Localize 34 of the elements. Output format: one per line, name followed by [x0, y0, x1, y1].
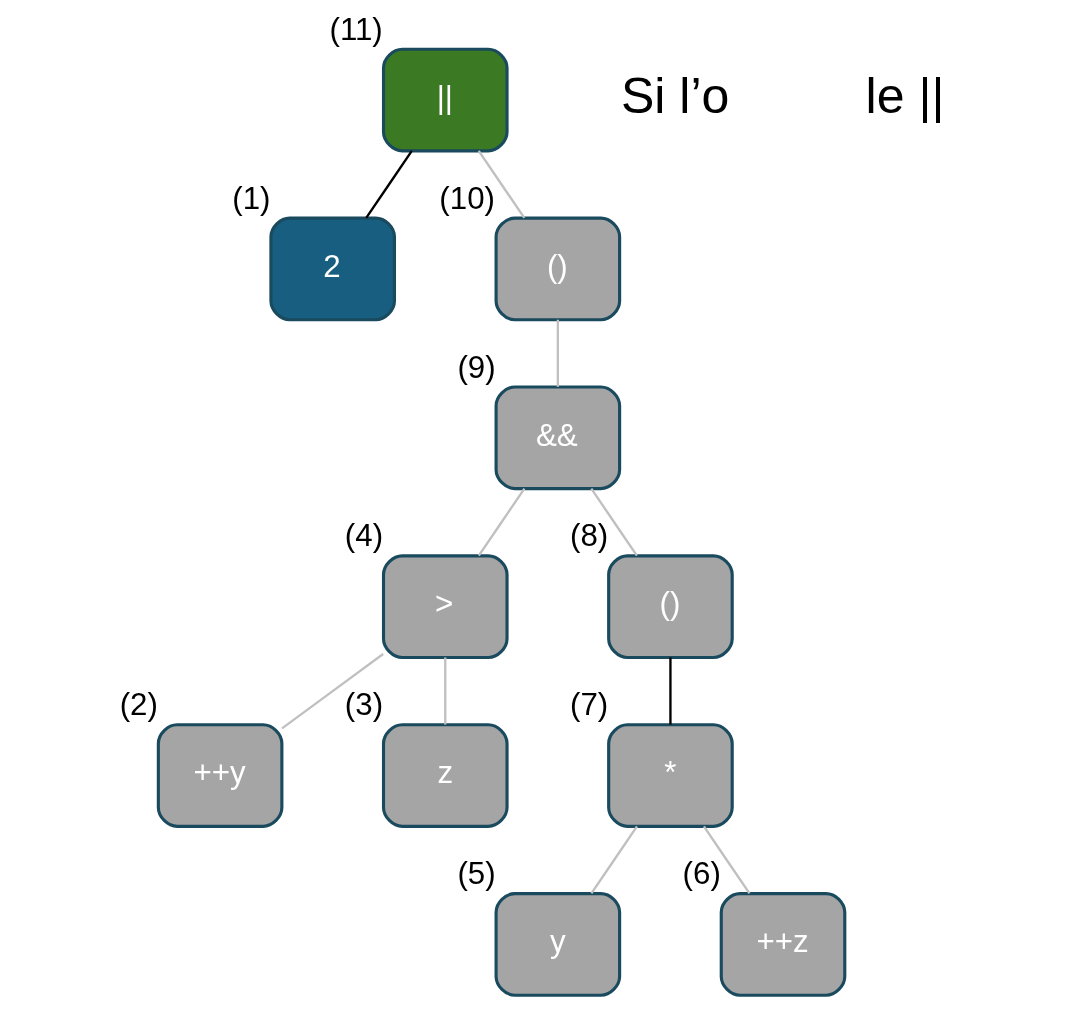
- node-box: (): [494, 216, 622, 322]
- node-label: (10): [439, 180, 495, 216]
- node-box: >: [381, 554, 509, 659]
- node-box: z: [381, 723, 509, 828]
- connector: [702, 825, 751, 895]
- node-box: 2: [269, 216, 396, 322]
- node-box: ++z: [719, 892, 847, 997]
- node-label: (2): [119, 687, 158, 723]
- node-box: &&: [494, 385, 622, 491]
- node-label: (7): [570, 687, 609, 723]
- node-label: (11): [329, 11, 383, 47]
- connector: [477, 487, 526, 557]
- node-box: *: [607, 723, 734, 828]
- node-box: (): [607, 554, 734, 659]
- node-box: ++y: [156, 723, 284, 828]
- node-box: y: [494, 892, 622, 997]
- connector: [590, 825, 638, 895]
- connector: [590, 487, 638, 557]
- connector: [444, 657, 447, 725]
- node-label: (3): [344, 687, 384, 723]
- connector: [365, 150, 413, 219]
- node-label: (6): [682, 856, 721, 892]
- node-label: (8): [570, 518, 609, 554]
- label: le ||: [865, 67, 945, 124]
- node-label: (5): [457, 856, 496, 892]
- node-label: (9): [457, 349, 496, 385]
- connector: [556, 319, 560, 387]
- label: Si l’o: [620, 67, 730, 124]
- connector: [669, 657, 672, 725]
- node-box: ||: [381, 47, 509, 153]
- node-label: (4): [344, 518, 384, 554]
- connector: [477, 150, 526, 219]
- node-label: (1): [232, 180, 271, 216]
- connector: [281, 653, 384, 730]
